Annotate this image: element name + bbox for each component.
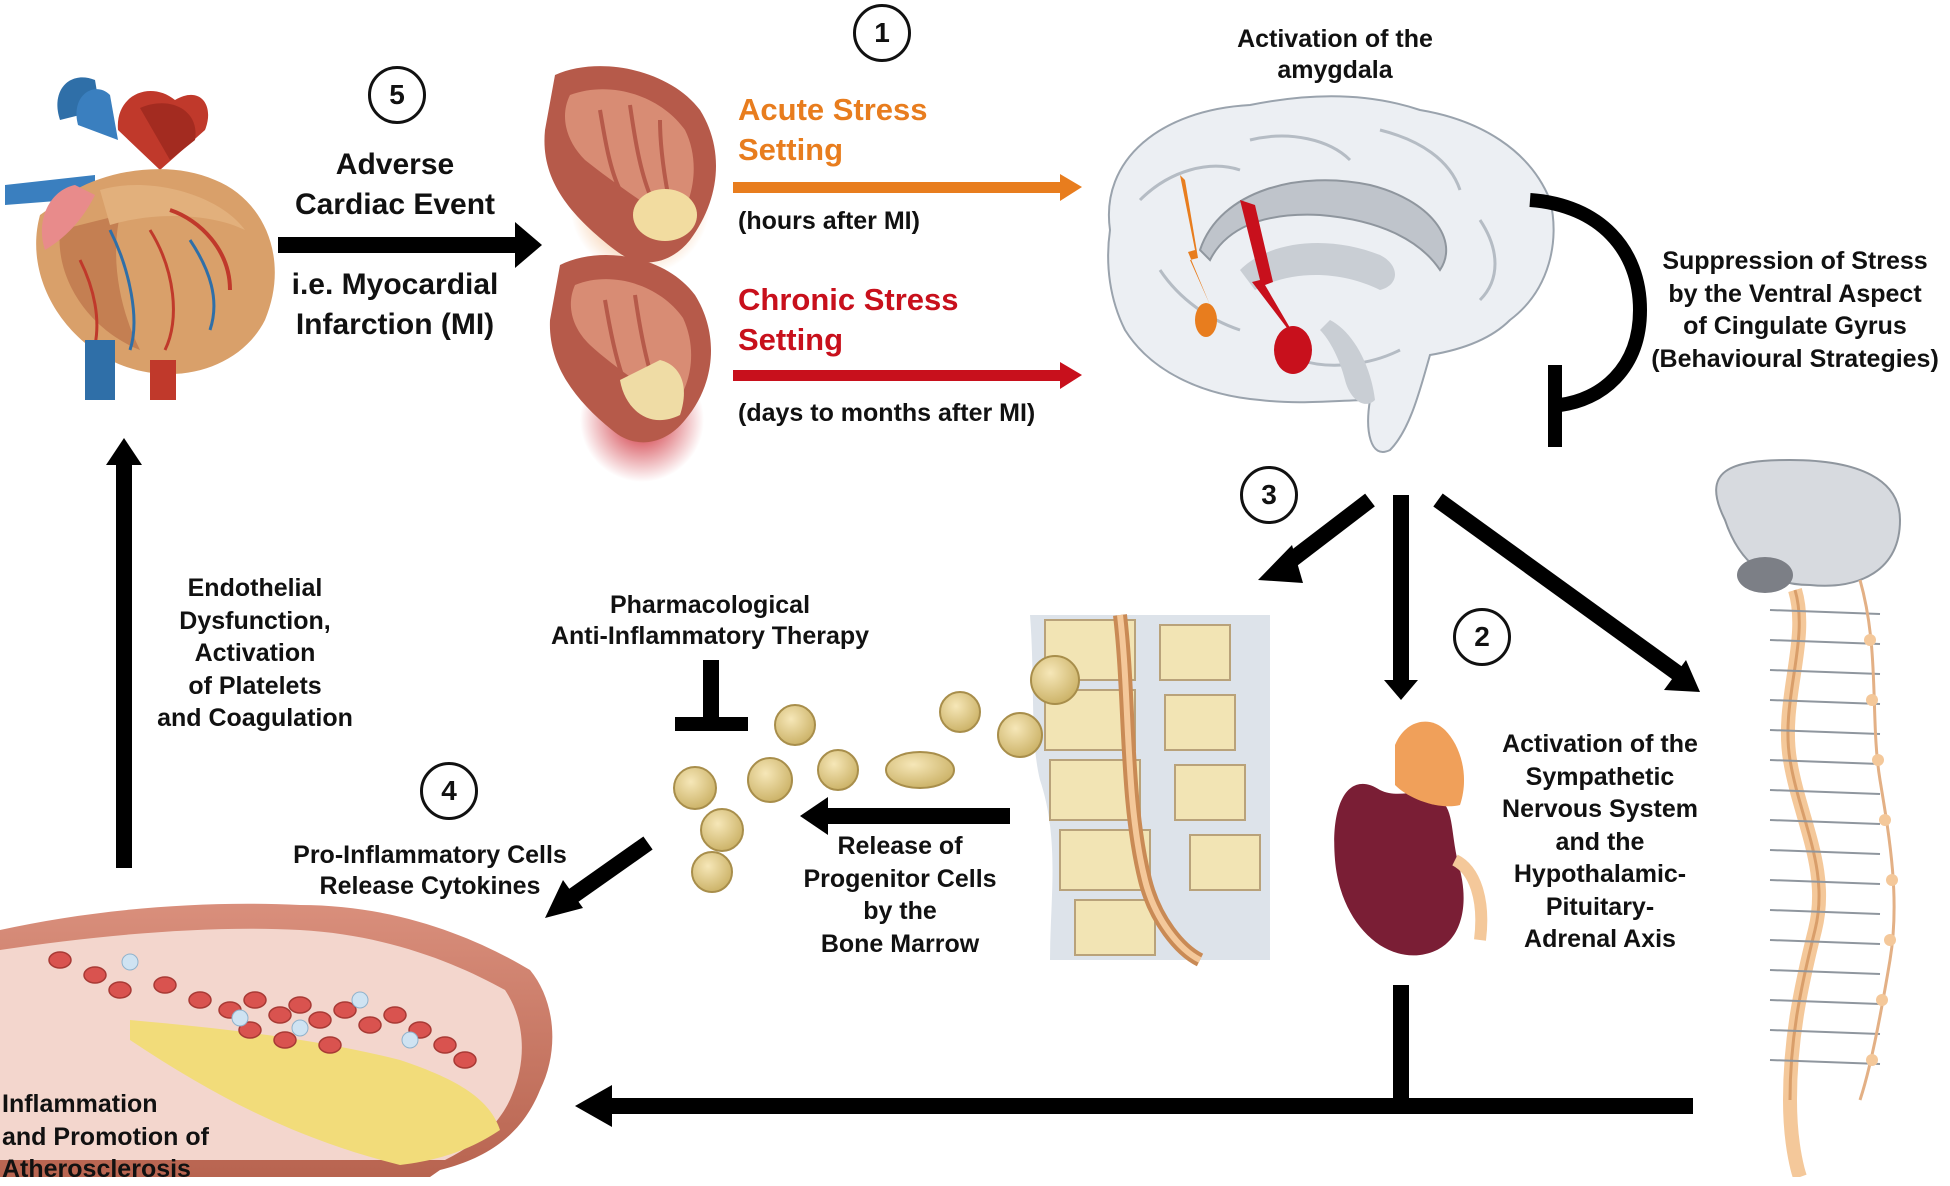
brain-illustration [1107,95,1555,453]
red-blood-cell [383,1006,407,1024]
nerve-rib [1769,1029,1881,1035]
nerve-rib [1769,819,1881,825]
heart-illustration [5,77,275,400]
nerve-rib [1769,879,1881,885]
amygdala-acute-icon [1195,303,1217,337]
red-blood-cell [333,1001,357,1019]
step-5-badge: 5 [368,66,426,124]
red-blood-cell [268,1006,292,1024]
nerve-rib [1769,729,1881,735]
amygdala-chronic-icon [1274,326,1312,374]
return-to-vessel-arrow [575,985,1693,1127]
progenitor-release-arrow [800,797,1010,835]
step-4-badge: 4 [420,762,478,820]
suppression-label: Suppression of Stress by the Ventral Asp… [1651,247,1939,373]
nerve-rib [1769,999,1881,1005]
red-blood-cell [83,966,107,984]
platelet [401,1031,419,1049]
step-1-badge: 1 [853,4,911,62]
nerve-rib [1769,789,1881,795]
adverse-event-arrow [278,222,542,268]
sympathetic-label: Activation of the Sympathetic Nervous Sy… [1502,730,1698,953]
nerve-rib [1769,639,1881,645]
adverse-event-label: Adverse Cardiac Event [294,148,496,221]
nerve-rib [1769,609,1881,615]
nervous-system-illustration [1715,458,1902,1177]
endothelial-label: Endothelial Dysfunction, Activation of P… [157,574,353,732]
red-blood-cell [288,996,312,1014]
nerve-rib [1769,909,1881,915]
red-blood-cell [153,976,177,994]
nerve-rib [1769,849,1881,855]
progenitor-cells-illustration [673,655,1080,893]
red-blood-cell [318,1036,342,1054]
heart-section-acute [544,66,717,275]
red-blood-cell [238,1021,262,1039]
step-3-badge: 3 [1240,466,1298,524]
red-blood-cell [273,1031,297,1049]
pro-inflammatory-label: Pro-Inflammatory Cells Release Cytokines [293,841,567,900]
red-blood-cell [108,981,132,999]
mi-label: i.e. Myocardial Infarction (MI) [291,268,499,341]
platelet [231,1009,249,1027]
red-blood-cell [358,1016,382,1034]
suppression-inhibition-arc [1529,193,1648,447]
progenitor-label: Release of Progenitor Cells by the Bone … [803,832,997,958]
chronic-arrow [733,362,1082,389]
brain-output-arrows [1258,493,1700,700]
endothelial-arrow [106,438,142,868]
pharma-inhibition-symbol [675,660,748,731]
pharma-label: Pharmacological Anti-Inflammatory Therap… [550,591,870,650]
red-blood-cell [308,1011,332,1029]
nerve-rib [1769,1059,1881,1065]
amygdala-label: Activation of the amygdala [1237,25,1433,84]
platelet [121,953,139,971]
bone-marrow-illustration [1030,614,1270,967]
chronic-bolt-icon [1240,200,1300,345]
artery-illustration [0,903,553,1177]
platelet [351,991,369,1009]
red-blood-cell [188,991,212,1009]
acute-time-label: (hours after MI) [738,207,920,235]
step-2-badge: 2 [1453,608,1511,666]
nerve-rib [1769,669,1881,675]
red-blood-cell [433,1036,457,1054]
kidney-adrenal-illustration [1334,721,1488,956]
platelet [291,1019,309,1037]
nerve-rib [1769,939,1881,945]
red-blood-cell [48,951,72,969]
nerve-rib [1769,969,1881,975]
acute-bolt-icon [1180,175,1210,305]
red-blood-cell [453,1051,477,1069]
acute-arrow [733,174,1082,201]
chronic-time-label: (days to months after MI) [738,399,1036,427]
nerve-rib [1769,759,1881,765]
acute-stress-label: Acute Stress Setting [738,92,928,168]
cytokine-release-arrow [545,836,653,918]
red-blood-cell [243,991,267,1009]
inflammation-label: Inflammation and Promotion of Atheroscle… [2,1090,209,1183]
nerve-rib [1769,699,1881,705]
heart-section-chronic [549,255,712,482]
chronic-stress-label: Chronic Stress Setting [738,282,959,358]
